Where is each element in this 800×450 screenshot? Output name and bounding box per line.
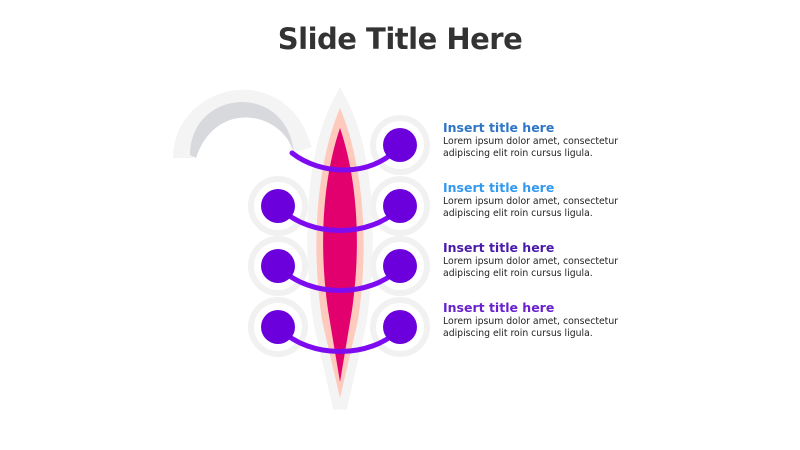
item-4-body-line1: Lorem ipsum dolor amet, consectetur xyxy=(443,316,619,327)
item-4: Insert title here Lorem ipsum dolor amet… xyxy=(443,300,643,340)
node-1-right xyxy=(383,128,417,162)
item-3-title: Insert title here xyxy=(443,240,555,255)
node-2-right xyxy=(383,189,417,223)
item-2-body: Lorem ipsum dolor amet, consectetur adip… xyxy=(443,196,643,220)
node-3-left xyxy=(261,249,295,283)
item-2: Insert title here Lorem ipsum dolor amet… xyxy=(443,180,643,220)
node-4-left xyxy=(261,310,295,344)
item-2-title: Insert title here xyxy=(443,180,555,195)
node-3-right xyxy=(383,249,417,283)
item-1-title: Insert title here xyxy=(443,120,555,135)
node-2-left xyxy=(261,189,295,223)
item-4-body: Lorem ipsum dolor amet, consectetur adip… xyxy=(443,316,643,340)
item-1-body: Lorem ipsum dolor amet, consectetur adip… xyxy=(443,136,643,160)
item-2-body-line1: Lorem ipsum dolor amet, consectetur xyxy=(443,196,619,207)
halo-outline xyxy=(173,86,430,410)
item-4-title: Insert title here xyxy=(443,300,555,315)
item-3: Insert title here Lorem ipsum dolor amet… xyxy=(443,240,643,280)
crescent-shape xyxy=(190,102,294,158)
node-4-right xyxy=(383,310,417,344)
item-2-body-line2: adipiscing elit roin cursus ligula. xyxy=(443,208,593,219)
slide-title: Slide Title Here xyxy=(277,22,523,56)
item-4-body-line2: adipiscing elit roin cursus ligula. xyxy=(443,328,593,339)
item-3-body: Lorem ipsum dolor amet, consectetur adip… xyxy=(443,256,643,280)
item-3-body-line2: adipiscing elit roin cursus ligula. xyxy=(443,268,593,279)
item-1-body-line1: Lorem ipsum dolor amet, consectetur xyxy=(443,136,619,147)
item-3-body-line1: Lorem ipsum dolor amet, consectetur xyxy=(443,256,619,267)
spine-inner xyxy=(323,128,357,382)
item-1-body-line2: adipiscing elit roin cursus ligula. xyxy=(443,148,593,159)
item-1: Insert title here Lorem ipsum dolor amet… xyxy=(443,120,643,160)
